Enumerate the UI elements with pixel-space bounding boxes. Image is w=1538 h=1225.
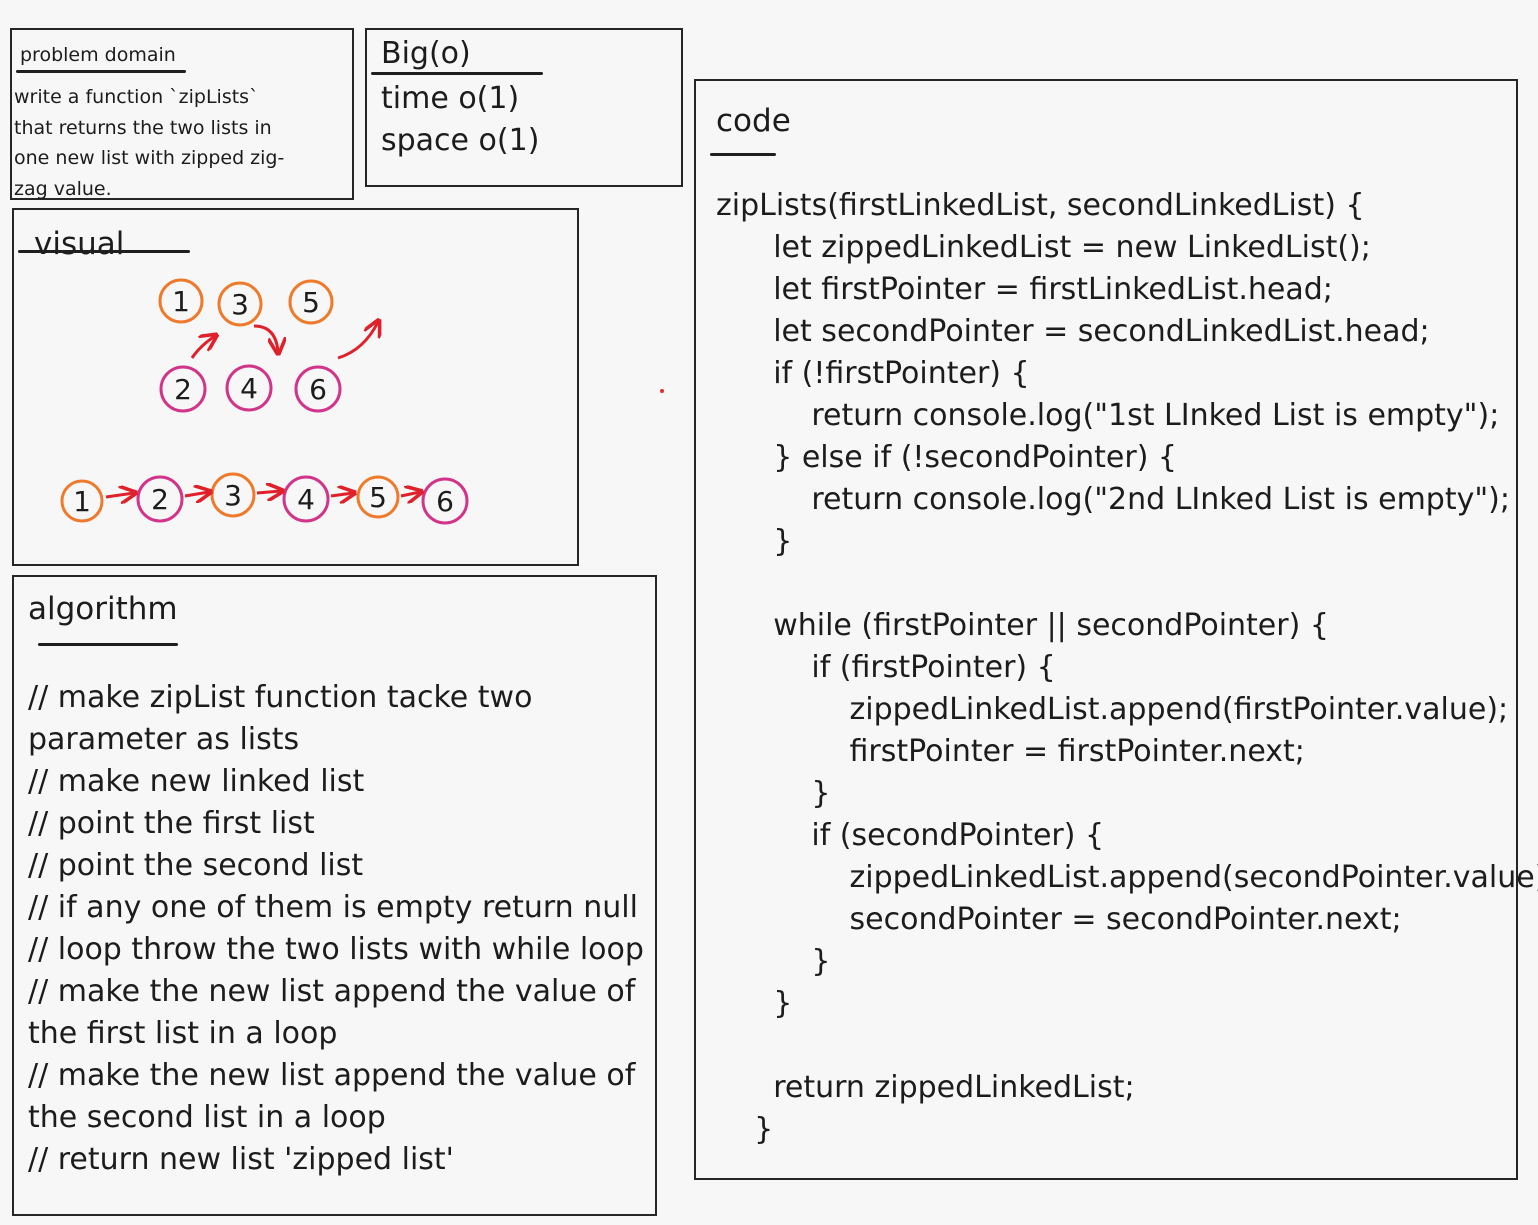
code-line: if (!firstPointer) {: [716, 356, 1030, 391]
code-line: zippedLinkedList.append(secondPointer.va…: [716, 860, 1538, 895]
algorithm-line: // point the second list: [28, 848, 364, 883]
problem-domain-underline: [16, 70, 186, 73]
code-line: zipLists(firstLinkedList, secondLinkedLi…: [716, 188, 1365, 223]
zipped-arrow-1: [105, 493, 134, 497]
big-o-text: time o(1) space o(1): [381, 78, 539, 162]
code-line: }: [716, 776, 831, 811]
zipped-arrow-5: [400, 492, 420, 496]
algorithm-line: // make the new list append the value of: [28, 974, 636, 1009]
code-line: if (firstPointer) {: [716, 650, 1056, 685]
big-o-time: time o(1): [381, 81, 520, 116]
code-line: return console.log("1st LInked List is e…: [716, 398, 1500, 433]
node-circle-bottom-2: [159, 365, 207, 413]
code-line: }: [716, 524, 793, 559]
node-circle-bottom-6: [294, 365, 342, 413]
code-underline: [710, 153, 776, 156]
node-circle-top-5: [288, 279, 334, 325]
problem-line: write a function `zipLists`: [14, 86, 259, 108]
code-line: [716, 563, 1538, 605]
zipped-node-label-2: 2: [151, 483, 169, 516]
big-o-underline: [371, 72, 543, 75]
algorithm-title: algorithm: [28, 591, 178, 627]
algorithm-line: // loop throw the two lists with while l…: [28, 932, 644, 967]
zipped-node-label-1: 1: [73, 485, 91, 518]
big-o-title: Big(o): [381, 36, 471, 71]
code-line: }: [716, 986, 793, 1021]
big-o-panel: Big(o) time o(1) space o(1): [365, 28, 683, 187]
problem-domain-title: problem domain: [20, 44, 176, 66]
code-line: return console.log("2nd LInked List is e…: [716, 482, 1510, 517]
zipped-node-label-5: 5: [369, 481, 387, 514]
code-panel: code zipLists(firstLinkedList, secondLin…: [694, 79, 1538, 1180]
node-label-top-1: 1: [172, 285, 190, 318]
code-line: let firstPointer = firstLinkedList.head;: [716, 272, 1333, 307]
node-circle-top-3: [217, 281, 263, 327]
problem-line: one new list with zipped zig-: [14, 147, 285, 169]
algorithm-panel: algorithm // make zipList function tacke…: [12, 575, 657, 1216]
visual-title: visual: [34, 226, 125, 262]
code-line: let secondPointer = secondLinkedList.hea…: [716, 314, 1430, 349]
code-line: }: [716, 944, 831, 979]
zipped-arrow-4: [330, 493, 353, 496]
arrow-4-to-5: [337, 322, 378, 360]
problem-domain-panel: problem domain write a function `zipList…: [10, 28, 354, 200]
code-line: return zippedLinkedList;: [716, 1070, 1135, 1105]
visual-panel: visual 1 3 5 2 4 6 1 2 3 4: [12, 208, 579, 566]
code-line: let zippedLinkedList = new LinkedList();: [716, 230, 1371, 265]
node-label-bottom-6: 6: [309, 373, 327, 406]
code-text: zipLists(firstLinkedList, secondLinkedLi…: [716, 185, 1538, 1151]
code-line: secondPointer = secondPointer.next;: [716, 902, 1402, 937]
algorithm-line: // return new list 'zipped list': [28, 1142, 454, 1177]
node-circle-bottom-4: [225, 364, 273, 412]
zip-diagram: 1 3 5 2 4 6 1 2 3 4 5 6: [60, 278, 469, 525]
code-line: } else if (!secondPointer) {: [716, 440, 1178, 475]
algorithm-line: // make the new list append the value of: [28, 1058, 636, 1093]
zipped-arrow-3: [256, 491, 281, 493]
algorithm-line: // make new linked list: [28, 764, 365, 799]
node-circle-top-1: [158, 278, 204, 324]
code-line: }: [716, 1112, 774, 1147]
algorithm-text: // make zipList function tacke two param…: [28, 677, 644, 1181]
code-line: firstPointer = firstPointer.next;: [716, 734, 1305, 769]
code-title: code: [716, 103, 791, 139]
code-line: zippedLinkedList.append(firstPointer.val…: [716, 692, 1509, 727]
problem-line: that returns the two lists in: [14, 116, 272, 139]
node-label-top-3: 3: [231, 288, 249, 321]
zipped-node-label-3: 3: [224, 479, 242, 512]
visual-underline: [18, 250, 190, 253]
algorithm-line: // make zipList function tacke two: [28, 680, 533, 715]
zipped-node-circle-1: [60, 479, 104, 523]
problem-line: zag value.: [14, 177, 112, 200]
algorithm-line: the first list in a loop: [28, 1016, 338, 1051]
stray-ink-dot: [660, 389, 664, 393]
big-o-space: space o(1): [381, 123, 540, 158]
node-label-bottom-4: 4: [240, 372, 258, 405]
algorithm-underline: [38, 643, 178, 646]
arrow-3-to-4: [253, 324, 278, 352]
problem-domain-text: write a function `zipLists` that returns…: [14, 82, 284, 204]
algorithm-line: parameter as lists: [28, 722, 300, 757]
arrow-2-to-3: [190, 336, 215, 359]
algorithm-line: // point the first list: [28, 806, 315, 841]
zipped-node-label-6: 6: [436, 485, 454, 518]
algorithm-line: the second list in a loop: [28, 1100, 386, 1135]
algorithm-line: // if any one of them is empty return nu…: [28, 890, 638, 925]
zipped-node-circle-5: [356, 475, 400, 519]
node-label-bottom-2: 2: [174, 373, 192, 406]
code-line: if (secondPointer) {: [716, 818, 1105, 853]
zipped-arrow-2: [184, 492, 209, 496]
code-line: while (firstPointer || secondPointer) {: [716, 608, 1329, 643]
code-line: [716, 1025, 1538, 1067]
zipped-node-label-4: 4: [297, 483, 315, 516]
node-label-top-5: 5: [302, 286, 320, 319]
